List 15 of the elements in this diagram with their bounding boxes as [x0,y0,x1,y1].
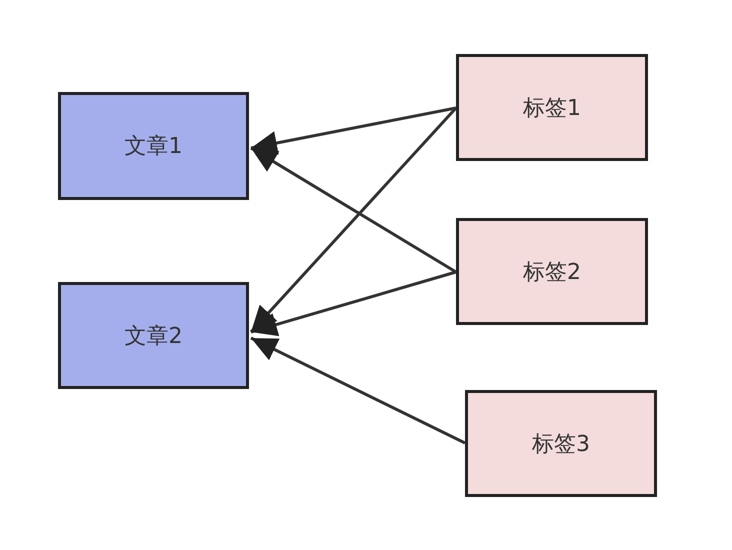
box-label: 标签3 [532,430,590,458]
box-label: 标签2 [523,258,581,286]
tag-box [456,54,648,161]
article-box [58,92,249,200]
arrow [250,106,458,334]
box-label: 标签1 [523,94,581,122]
arrow [250,270,456,336]
box-label: 文章1 [124,133,182,161]
arrow [250,336,466,444]
box-label: 文章2 [124,322,182,350]
tag-box [456,218,648,325]
arrow [250,146,457,274]
arrow [250,106,456,155]
tag-box [465,390,657,497]
article-box [58,282,249,389]
